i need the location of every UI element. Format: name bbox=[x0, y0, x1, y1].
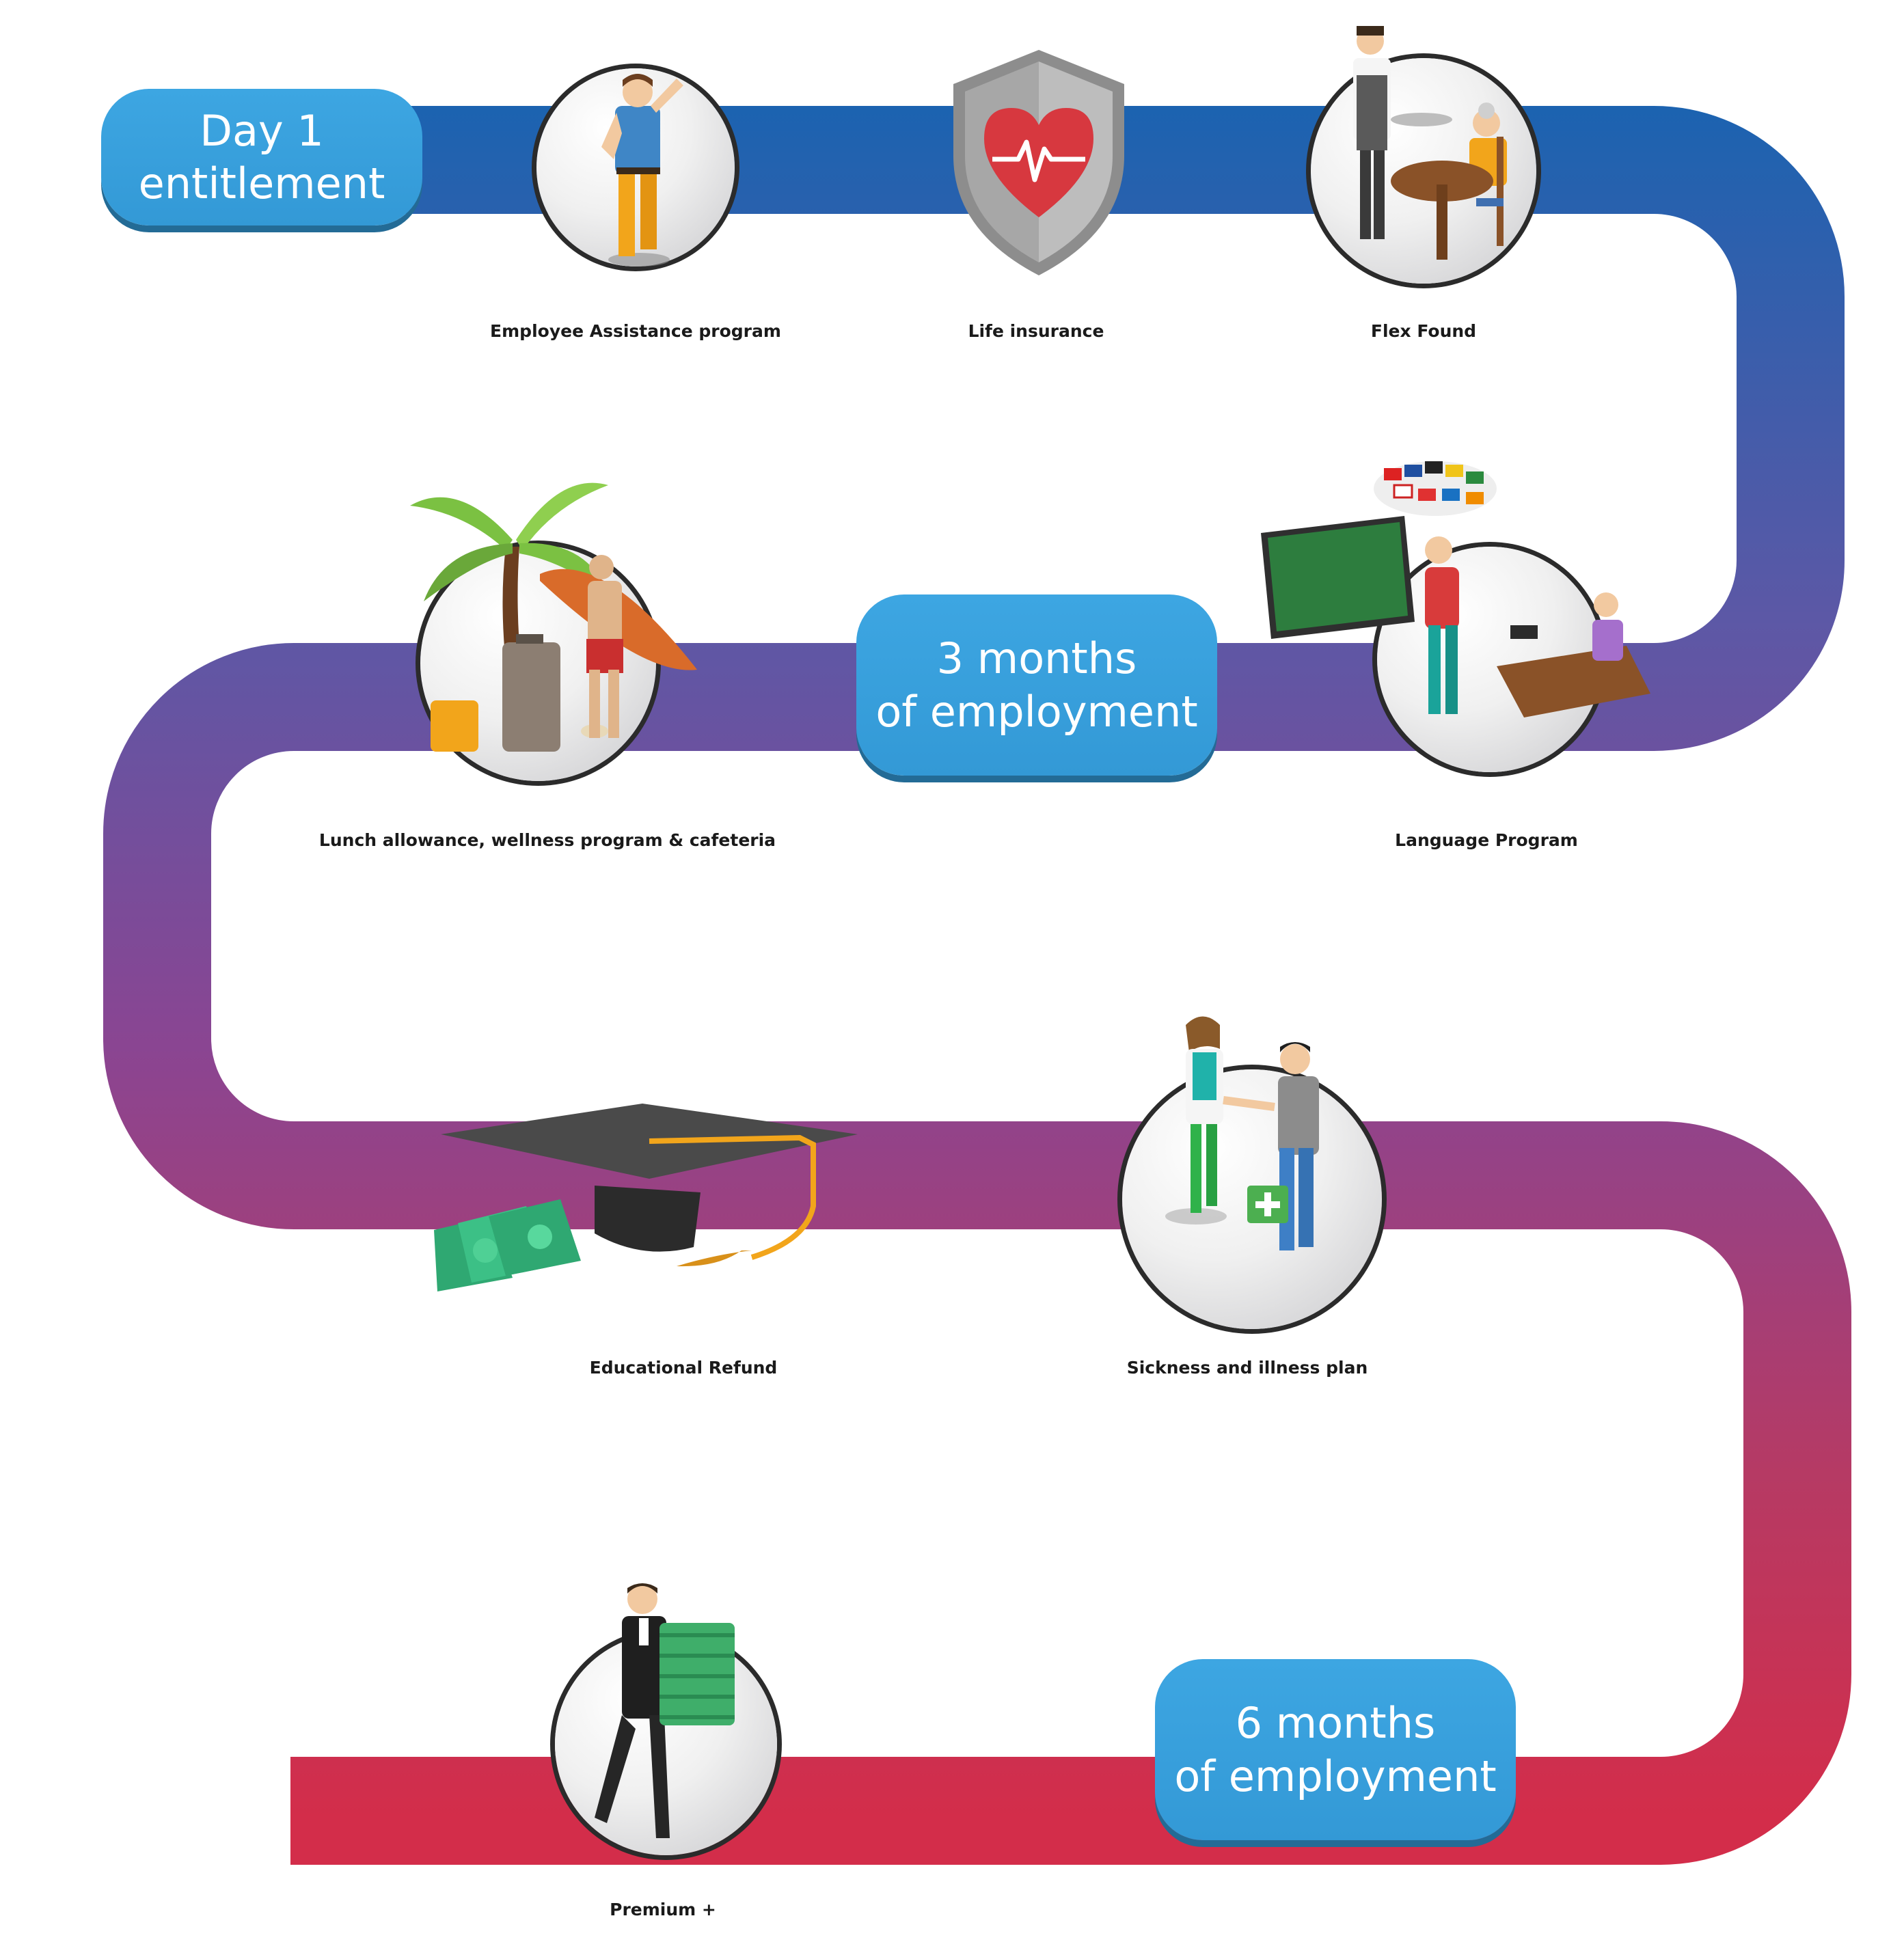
heart-shield-icon bbox=[953, 50, 1124, 275]
teacher-classroom-icon bbox=[1261, 461, 1650, 717]
caption-sickness-plan: Sickness and illness plan bbox=[1126, 1358, 1368, 1378]
milestone-6-months-line1: 6 months bbox=[1235, 1698, 1436, 1748]
milestone-day1: Day 1 entitlement bbox=[101, 89, 422, 225]
cafe-waiter-icon bbox=[1353, 26, 1507, 260]
caption-life-insurance: Life insurance bbox=[968, 321, 1104, 341]
milestone-6-months-line2: of employment bbox=[1174, 1751, 1497, 1801]
milestone-day1-line1: Day 1 bbox=[200, 105, 324, 156]
milestone-3-months: 3 months of employment bbox=[856, 594, 1217, 776]
palm-tree-vacation-icon bbox=[410, 482, 697, 752]
caption-lunch-allowance: Lunch allowance, wellness program & cafe… bbox=[318, 830, 776, 850]
caption-flex-found: Flex Found bbox=[1370, 321, 1477, 341]
graduation-cap-money-icon bbox=[434, 1104, 858, 1291]
caption-employee-assistance: Employee Assistance program bbox=[490, 321, 781, 341]
caption-premium-plus: Premium + bbox=[610, 1900, 716, 1919]
milestone-day1-line2: entitlement bbox=[138, 159, 385, 208]
caption-language-program: Language Program bbox=[1395, 830, 1578, 850]
milestone-3-months-line2: of employment bbox=[875, 686, 1198, 737]
doctor-patient-icon bbox=[1165, 1016, 1319, 1250]
caption-educational-refund: Educational Refund bbox=[589, 1358, 778, 1378]
businessman-money-icon bbox=[595, 1583, 735, 1838]
milestone-6-months: 6 months of employment bbox=[1155, 1659, 1516, 1840]
milestone-3-months-line1: 3 months bbox=[936, 633, 1137, 683]
thinking-man-icon bbox=[601, 74, 683, 266]
